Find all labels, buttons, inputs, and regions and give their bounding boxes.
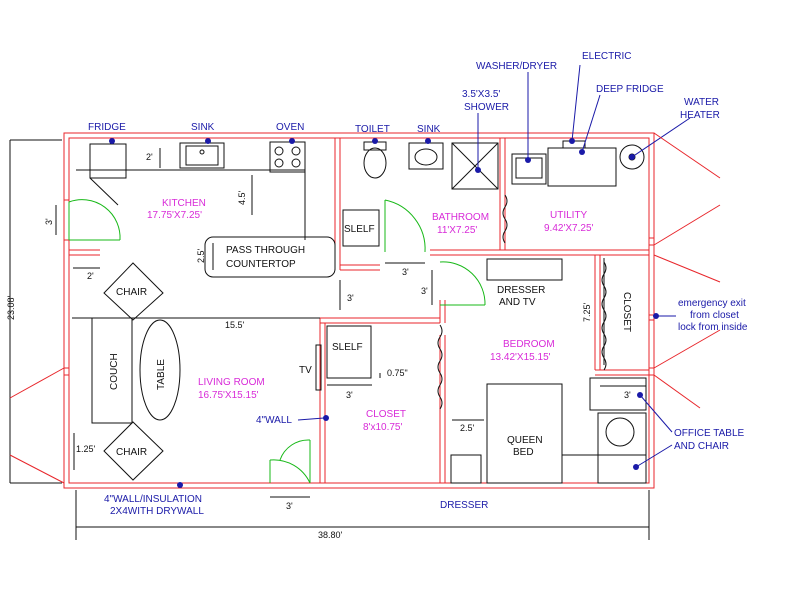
label-bedroom-closet: CLOSET — [621, 292, 632, 332]
dim-2-5: 2.5' — [196, 248, 206, 263]
dim-2ft-kitchen: 2' — [146, 152, 153, 162]
room-kitchen: KITCHEN — [162, 198, 206, 209]
kitchen-fixtures — [76, 141, 380, 278]
label-pass-through: PASS THROUGH — [226, 245, 305, 256]
note-four-inch-wall: 4"WALL — [256, 415, 292, 426]
exterior-walls — [63, 132, 655, 489]
office-chair — [605, 417, 635, 447]
dim-3ft-bath-door: 3' — [402, 267, 409, 277]
deep-fridge-icon — [547, 147, 617, 187]
label-tv: TV — [299, 365, 312, 376]
label-countertop: COUNTERTOP — [226, 259, 296, 270]
toilet-icon — [363, 147, 387, 179]
label-deep-fridge: DEEP FRIDGE — [596, 84, 664, 95]
note-from-closet: from closet — [690, 310, 739, 321]
room-bathroom-size: 11'X7.25' — [437, 225, 477, 236]
kitchen-shelf — [342, 209, 380, 247]
room-bedroom-size: 13.42'X15.15' — [490, 352, 551, 363]
note-lock-inside: lock from inside — [678, 322, 748, 333]
dim-3ft-left-door: 3' — [44, 218, 54, 225]
office-table — [589, 377, 647, 411]
closet-shelf — [326, 325, 372, 379]
dimension-labels: 23.08' 38.80' 2' 4.5' 2.5' 3' 2' 3' 3' 3… — [6, 152, 631, 540]
label-queen: QUEEN — [507, 435, 543, 446]
annotations: 4"WALL 4"WALL/INSULATION 2X4WITH DRYWALL… — [104, 298, 748, 517]
note-wall-insulation: 4"WALL/INSULATION — [104, 494, 202, 505]
label-couch: COUCH — [109, 353, 120, 390]
site-lines — [9, 132, 721, 484]
label-oven: OVEN — [276, 122, 304, 133]
room-labels: KITCHEN 17.75'X7.25' BATHROOM 11'X7.25' … — [147, 198, 594, 433]
interior-walls — [64, 138, 654, 483]
label-fridge: FRIDGE — [88, 122, 126, 133]
label-and-tv: AND TV — [499, 297, 536, 308]
appliance-labels: FRIDGE SINK OVEN TOILET SINK 3.5'X3.5' S… — [88, 51, 720, 135]
tv-icon — [315, 344, 322, 391]
label-closet-shelf: SLELF — [332, 342, 363, 353]
dim-overall-width: 38.80' — [318, 530, 343, 540]
pass-through-countertop — [204, 236, 336, 278]
shower-icon — [451, 142, 499, 190]
label-kitchen-sink: SINK — [191, 122, 215, 133]
label-shower: SHOWER — [464, 102, 509, 113]
note-emergency-exit: emergency exit — [678, 298, 746, 309]
water-heater-icon — [619, 144, 645, 170]
room-bathroom: BATHROOM — [432, 212, 489, 223]
washer-dryer-icon — [511, 153, 547, 185]
dim-4-5: 4.5' — [237, 190, 247, 205]
label-dresser-tv: DRESSER — [497, 285, 545, 296]
label-electric: ELECTRIC — [582, 51, 631, 62]
label-heater: HEATER — [680, 110, 720, 121]
room-living-size: 16.75'X15.15' — [198, 390, 259, 401]
room-closet-size: 8'x10.75' — [363, 422, 402, 433]
dim-1-25: 1.25' — [76, 444, 96, 454]
label-toilet: TOILET — [355, 124, 390, 135]
queen-bed — [486, 383, 563, 484]
dim-2ft-left: 2' — [87, 271, 94, 281]
room-kitchen-size: 17.75'X7.25' — [147, 210, 202, 221]
fridge-icon — [89, 143, 127, 179]
dim-7-25: 7.25' — [582, 302, 592, 322]
leader-lines — [109, 64, 691, 488]
room-closet: CLOSET — [366, 409, 406, 420]
label-water: WATER — [684, 97, 719, 108]
note-drywall: 2X4WITH DRYWALL — [110, 506, 204, 517]
chair-bottom — [103, 421, 164, 481]
dim-3ft-hall: 3' — [347, 293, 354, 303]
room-bedroom: BEDROOM — [503, 339, 555, 350]
kitchen-sink-icon — [179, 142, 225, 169]
furniture-labels: PASS THROUGH COUNTERTOP SLELF SLELF CHAI… — [109, 224, 632, 458]
dim-3ft-bed-door: 3' — [421, 286, 428, 296]
coffee-table — [139, 319, 181, 421]
dimension-lines — [9, 139, 650, 540]
label-bed: BED — [513, 447, 534, 458]
label-chair-top: CHAIR — [116, 287, 147, 298]
oven-icon — [269, 141, 306, 173]
dim-3ft-office: 3' — [624, 390, 631, 400]
note-and-chair: AND CHAIR — [674, 441, 729, 452]
dim-3ft-front: 3' — [286, 501, 293, 511]
dim-0-75: 0.75" — [387, 368, 408, 378]
label-table: TABLE — [156, 359, 167, 390]
dim-15-5: 15.5' — [225, 320, 245, 330]
label-chair-bottom: CHAIR — [116, 447, 147, 458]
doors — [68, 199, 486, 484]
dim-2-5-bed: 2.5' — [460, 423, 475, 433]
label-bath-sink: SINK — [417, 124, 441, 135]
note-dresser: DRESSER — [440, 500, 488, 511]
bedroom-furniture — [450, 258, 647, 484]
room-living: LIVING ROOM — [198, 377, 265, 388]
note-office-table: OFFICE TABLE — [674, 428, 745, 439]
dim-3ft-closet: 3' — [346, 390, 353, 400]
dim-overall-height: 23.08' — [6, 295, 16, 320]
label-kitchen-shelf: SLELF — [344, 224, 375, 235]
label-shower-size: 3.5'X3.5' — [462, 89, 500, 100]
room-utility: UTILITY — [550, 210, 588, 221]
dresser — [450, 454, 482, 484]
label-washer-dryer: WASHER/DRYER — [476, 61, 557, 72]
room-utility-size: 9.42'X7.25' — [544, 223, 594, 234]
chair-top — [103, 262, 164, 321]
dresser-tv — [486, 258, 563, 281]
